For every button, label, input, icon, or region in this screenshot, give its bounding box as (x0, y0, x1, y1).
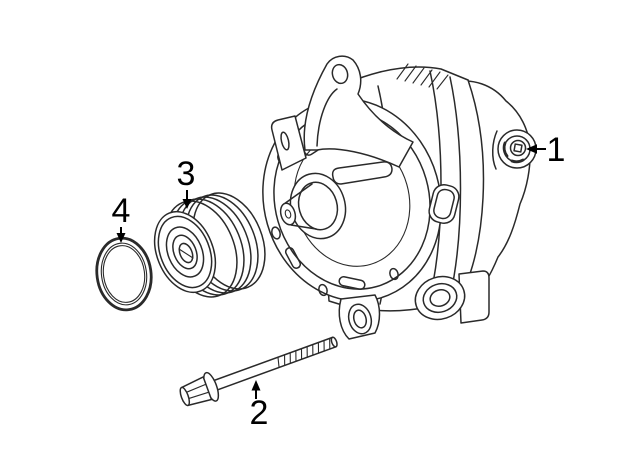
callout-label: 3 (177, 155, 196, 193)
bolt-threads (277, 337, 331, 369)
bottom-mounting-lugs (338, 270, 490, 340)
bracket-bolt-hole (331, 63, 349, 85)
arrowhead-left-icon (526, 144, 537, 154)
callout-label: 2 (250, 394, 269, 432)
arrowhead-down-icon (116, 233, 126, 243)
flange-bolt (179, 336, 338, 407)
terminal-stud-nut (492, 129, 537, 170)
bracket-slot (331, 161, 393, 185)
callout-label: 1 (547, 131, 566, 169)
rotor-shaft (279, 172, 347, 240)
side-tab (270, 115, 307, 171)
callout-4[interactable]: 4 (112, 192, 131, 243)
o-ring-seal (95, 236, 153, 312)
callout-1[interactable]: 1 (526, 131, 565, 169)
cooling-fins (396, 63, 449, 90)
pulley (153, 192, 266, 298)
callout-3[interactable]: 3 (177, 155, 196, 209)
alternator-assembly (262, 55, 537, 340)
callout-2[interactable]: 2 (250, 380, 269, 432)
bolt-shank (207, 336, 337, 393)
callout-label: 4 (112, 192, 131, 230)
arrowhead-up-icon (251, 380, 261, 391)
bolt-hex-head (179, 376, 213, 407)
pulley-face (153, 210, 217, 294)
arrowhead-down-icon (182, 199, 192, 209)
top-mounting-bracket (303, 55, 414, 185)
connector-socket (428, 184, 460, 224)
